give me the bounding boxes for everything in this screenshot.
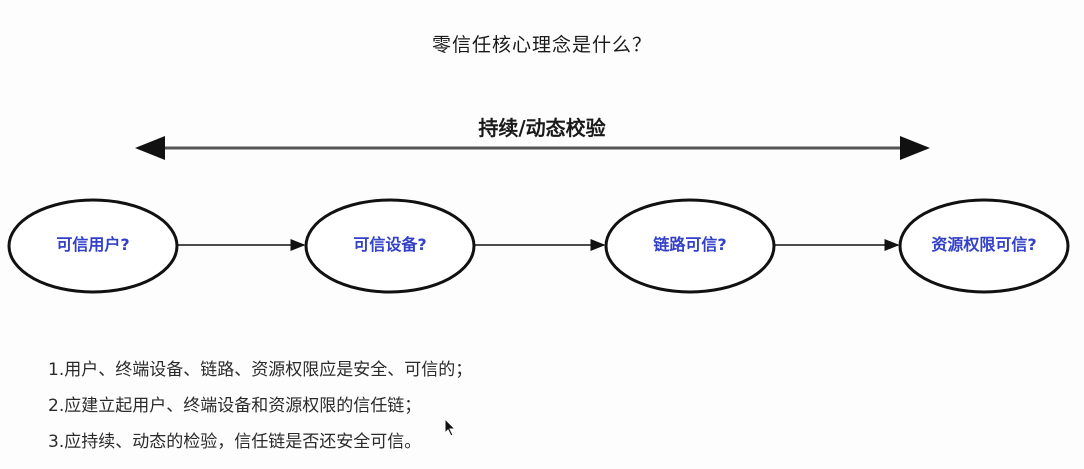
principles-list: 1.用户、终端设备、链路、资源权限应是安全、可信的； 2.应建立起用户、终端设备…: [48, 357, 472, 465]
node-ellipse-resource: [898, 198, 1070, 294]
mouse-cursor-icon: [444, 418, 457, 437]
node-trusted-link: 链路可信?: [653, 235, 727, 254]
node-ellipse-link: [604, 198, 776, 294]
node-trusted-device: 可信设备?: [353, 235, 427, 254]
principle-item: 3.应持续、动态的检验，信任链是否还安全可信。: [48, 432, 422, 452]
node-trusted-user: 可信用户?: [56, 235, 130, 254]
node-ellipse-user: [7, 198, 179, 294]
principle-item: 1.用户、终端设备、链路、资源权限应是安全、可信的；: [48, 360, 473, 380]
page-title: 零信任核心理念是什么？: [431, 34, 652, 56]
node-trusted-resource: 资源权限可信?: [931, 235, 1037, 254]
node-ellipse-device: [304, 198, 476, 294]
principle-item: 2.应建立起用户、终端设备和资源权限的信任链；: [48, 396, 422, 416]
